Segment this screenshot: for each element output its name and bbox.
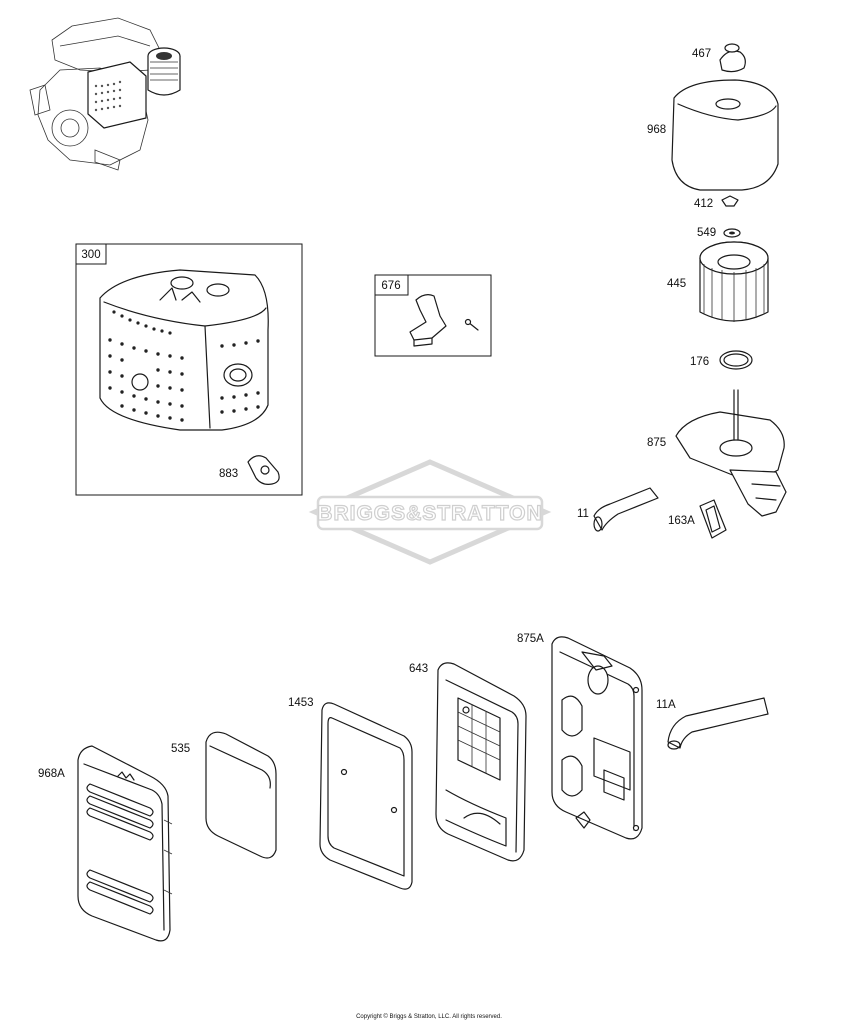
part-label-467: 467 xyxy=(692,48,711,60)
part-label-968: 968 xyxy=(647,124,666,136)
part-label-643: 643 xyxy=(409,663,428,675)
part-label-968A: 968A xyxy=(38,768,65,780)
engine-overview-illustration xyxy=(29,17,181,171)
part-label-11: 11 xyxy=(577,508,589,520)
part-label-300: 300 xyxy=(81,249,100,261)
part-label-445: 445 xyxy=(667,278,686,290)
part-label-11A: 11A xyxy=(656,699,676,711)
part-label-875: 875 xyxy=(647,437,666,449)
part-label-883: 883 xyxy=(219,468,238,480)
part-label-535: 535 xyxy=(171,743,190,755)
copyright-notice: Copyright © Briggs & Stratton, LLC. All … xyxy=(356,1014,502,1020)
part-label-163A: 163A xyxy=(668,515,695,527)
part-676-box: 676 xyxy=(374,274,492,357)
bottom-exploded-view: 968A 535 1453 643 875A xyxy=(38,633,769,942)
air-cleaner-stack: 467 968 412 549 445 176 875 xyxy=(577,43,787,539)
watermark-text: BRIGGS&STRATTON xyxy=(317,502,542,525)
briggs-stratton-watermark: BRIGGS&STRATTON xyxy=(308,459,552,565)
part-label-1453: 1453 xyxy=(288,697,314,709)
part-300-box: 300 883 xyxy=(75,243,303,496)
part-label-412: 412 xyxy=(694,198,713,210)
part-label-176: 176 xyxy=(690,356,709,368)
part-label-549: 549 xyxy=(697,227,716,239)
part-label-875A: 875A xyxy=(517,633,544,645)
part-label-676: 676 xyxy=(381,280,400,292)
